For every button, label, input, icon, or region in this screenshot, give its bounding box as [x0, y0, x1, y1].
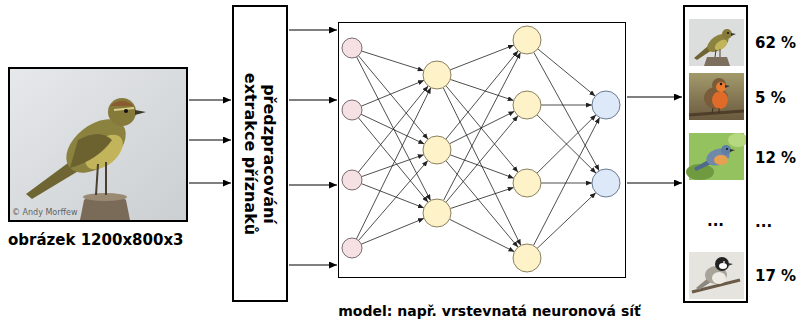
synapse-line [358, 118, 428, 202]
neuron [423, 199, 451, 227]
neuron [513, 244, 541, 272]
probability-value: 62 % [755, 34, 796, 52]
input-image: obrázek 1200x800x3 [8, 67, 188, 222]
arrow-connector [189, 139, 231, 140]
bird-photo [10, 69, 186, 220]
watermark: © Andy Morffew [12, 208, 78, 217]
arrow-connector [627, 96, 682, 97]
neuron [342, 100, 362, 120]
synapse-line [450, 187, 513, 208]
output-panel: ... [683, 5, 748, 303]
neural-network [342, 26, 620, 272]
ellipsis: ... [755, 213, 772, 231]
arrow-connector [289, 184, 337, 185]
neuron [592, 91, 620, 119]
robin-thumbnail [689, 73, 744, 120]
synapse-line [541, 183, 592, 184]
synapse-line [450, 111, 515, 143]
synapse-line [541, 105, 592, 106]
neuron [342, 170, 362, 190]
synapse-line [446, 161, 518, 247]
synapse-line [450, 79, 513, 100]
synapse-line [361, 218, 424, 244]
neuron [513, 91, 541, 119]
probability-value: 17 % [755, 267, 796, 285]
synapse-line [450, 45, 514, 70]
synapse-line [533, 117, 599, 245]
node-text: model: např. vrstevnatá neuronová síť [300, 303, 680, 319]
synapse-line [358, 86, 428, 172]
model-box: model: např. vrstevnatá neuronová síť [338, 22, 626, 278]
synapse-line [450, 219, 515, 251]
neuron [513, 169, 541, 197]
node-text: obrázek 1200x800x3 [8, 231, 186, 249]
arrow-connector [289, 29, 337, 30]
bird-thumbnail [686, 133, 748, 180]
synapse-line [534, 52, 599, 170]
arrow-connector [189, 99, 231, 100]
synapse-line [450, 155, 514, 178]
synapse-line [362, 51, 424, 71]
arrow-connector [289, 99, 337, 100]
neuron [513, 26, 541, 54]
neuron [342, 38, 362, 58]
neuron [423, 61, 451, 89]
synapse-line [537, 115, 596, 173]
synapse-line [538, 49, 595, 96]
synapse-line [537, 115, 596, 173]
synapse-line [359, 161, 428, 241]
synapse-line [361, 184, 424, 208]
neuron [342, 238, 362, 258]
synapse-line [358, 56, 428, 140]
node-text: předzpracování extrakce příznaků [241, 59, 279, 249]
probability-value: 12 % [755, 149, 796, 167]
neuron [592, 169, 620, 197]
arrow-connector [189, 182, 231, 183]
synapse-line [356, 88, 430, 239]
arrow-connector [289, 264, 337, 265]
preprocessing-box: předzpracování extrakce příznaků [232, 5, 288, 302]
arrow-connector [627, 182, 682, 183]
node-text: ... [685, 212, 746, 230]
bird-thumbnail [689, 19, 744, 66]
synapse-line [537, 193, 596, 249]
probability-value: 5 % [755, 89, 786, 107]
neuron [423, 136, 451, 164]
chickadee-thumbnail [689, 252, 744, 299]
